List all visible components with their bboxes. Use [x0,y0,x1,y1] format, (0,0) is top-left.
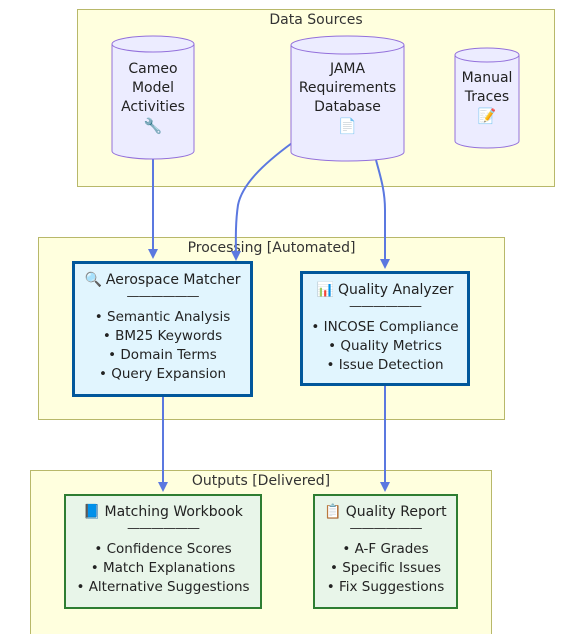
jama-requirements-database-cylinder[interactable]: JAMA Requirements Database 📄 [290,35,405,162]
blue-book-icon: 📘 [83,504,101,520]
quality-report-item: • Fix Suggestions [326,579,445,595]
aerospace-matcher-title: 🔍Aerospace Matcher [75,270,250,290]
cameo-label-line-1: Cameo [128,61,178,77]
document-icon: 📄 [338,117,357,135]
aerospace-matcher-item: • Semantic Analysis [94,309,231,325]
aerospace-matcher-item: • Query Expansion [98,366,227,382]
aerospace-matcher-node[interactable]: 🔍Aerospace Matcher —————— • Semantic Ana… [72,261,253,397]
wrench-icon: 🔧 [143,117,163,135]
quality-report-title: 📋Quality Report [315,502,456,522]
quality-analyzer-divider: —————— [349,299,422,314]
memo-icon: 📝 [477,107,497,125]
cameo-label-line-2: Model [131,80,175,96]
aerospace-matcher-item: • BM25 Keywords [102,328,223,344]
manual-traces-cylinder[interactable]: Manual Traces 📝 [454,47,520,149]
aerospace-matcher-title-text: Aerospace Matcher [105,272,241,288]
edge-jama-to-matcher [230,142,293,261]
jama-label-line-2: Requirements [298,80,397,96]
quality-analyzer-title: 📊Quality Analyzer [303,280,467,300]
cameo-model-activities-cylinder[interactable]: Cameo Model Activities 🔧 [111,35,195,160]
matching-workbook-item: • Alternative Suggestions [76,579,250,595]
magnifier-icon: 🔍 [84,272,102,288]
cluster-title-outputs: Outputs [Delivered] [191,473,331,489]
aerospace-matcher-item: • Domain Terms [108,347,217,363]
matching-workbook-title-text: Matching Workbook [104,504,243,520]
quality-analyzer-item: • INCOSE Compliance [311,319,459,335]
jama-label-line-1: JAMA [329,61,366,77]
manual-label-line-1: Manual [461,70,513,86]
quality-analyzer-item: • Issue Detection [326,357,444,373]
jama-label-line-3: Database [314,99,381,115]
cluster-title-processing: Processing [Automated] [187,240,356,256]
quality-report-item: • Specific Issues [329,560,442,576]
bar-chart-icon: 📊 [316,282,335,298]
cameo-label-line-3: Activities [121,99,185,115]
matching-workbook-divider: —————— [127,521,200,536]
cluster-title-data-sources: Data Sources [269,12,363,28]
matching-workbook-title: 📘Matching Workbook [66,502,260,522]
quality-analyzer-item: • Quality Metrics [328,338,442,354]
clipboard-icon: 📋 [324,504,342,520]
quality-report-item: • A-F Grades [342,541,429,557]
quality-report-title-text: Quality Report [345,504,447,520]
matching-workbook-item: • Confidence Scores [94,541,232,557]
aerospace-matcher-divider: —————— [126,289,200,304]
quality-analyzer-node[interactable]: 📊Quality Analyzer —————— • INCOSE Compli… [300,271,470,386]
manual-label-line-2: Traces [464,89,510,105]
matching-workbook-node[interactable]: 📘Matching Workbook —————— • Confidence S… [64,494,262,609]
edge-jama-to-analyzer [375,159,390,269]
quality-report-node[interactable]: 📋Quality Report —————— • A-F Grades • Sp… [313,494,458,609]
quality-analyzer-title-text: Quality Analyzer [338,282,454,298]
matching-workbook-item: • Match Explanations [90,560,236,576]
quality-report-divider: —————— [349,521,423,536]
